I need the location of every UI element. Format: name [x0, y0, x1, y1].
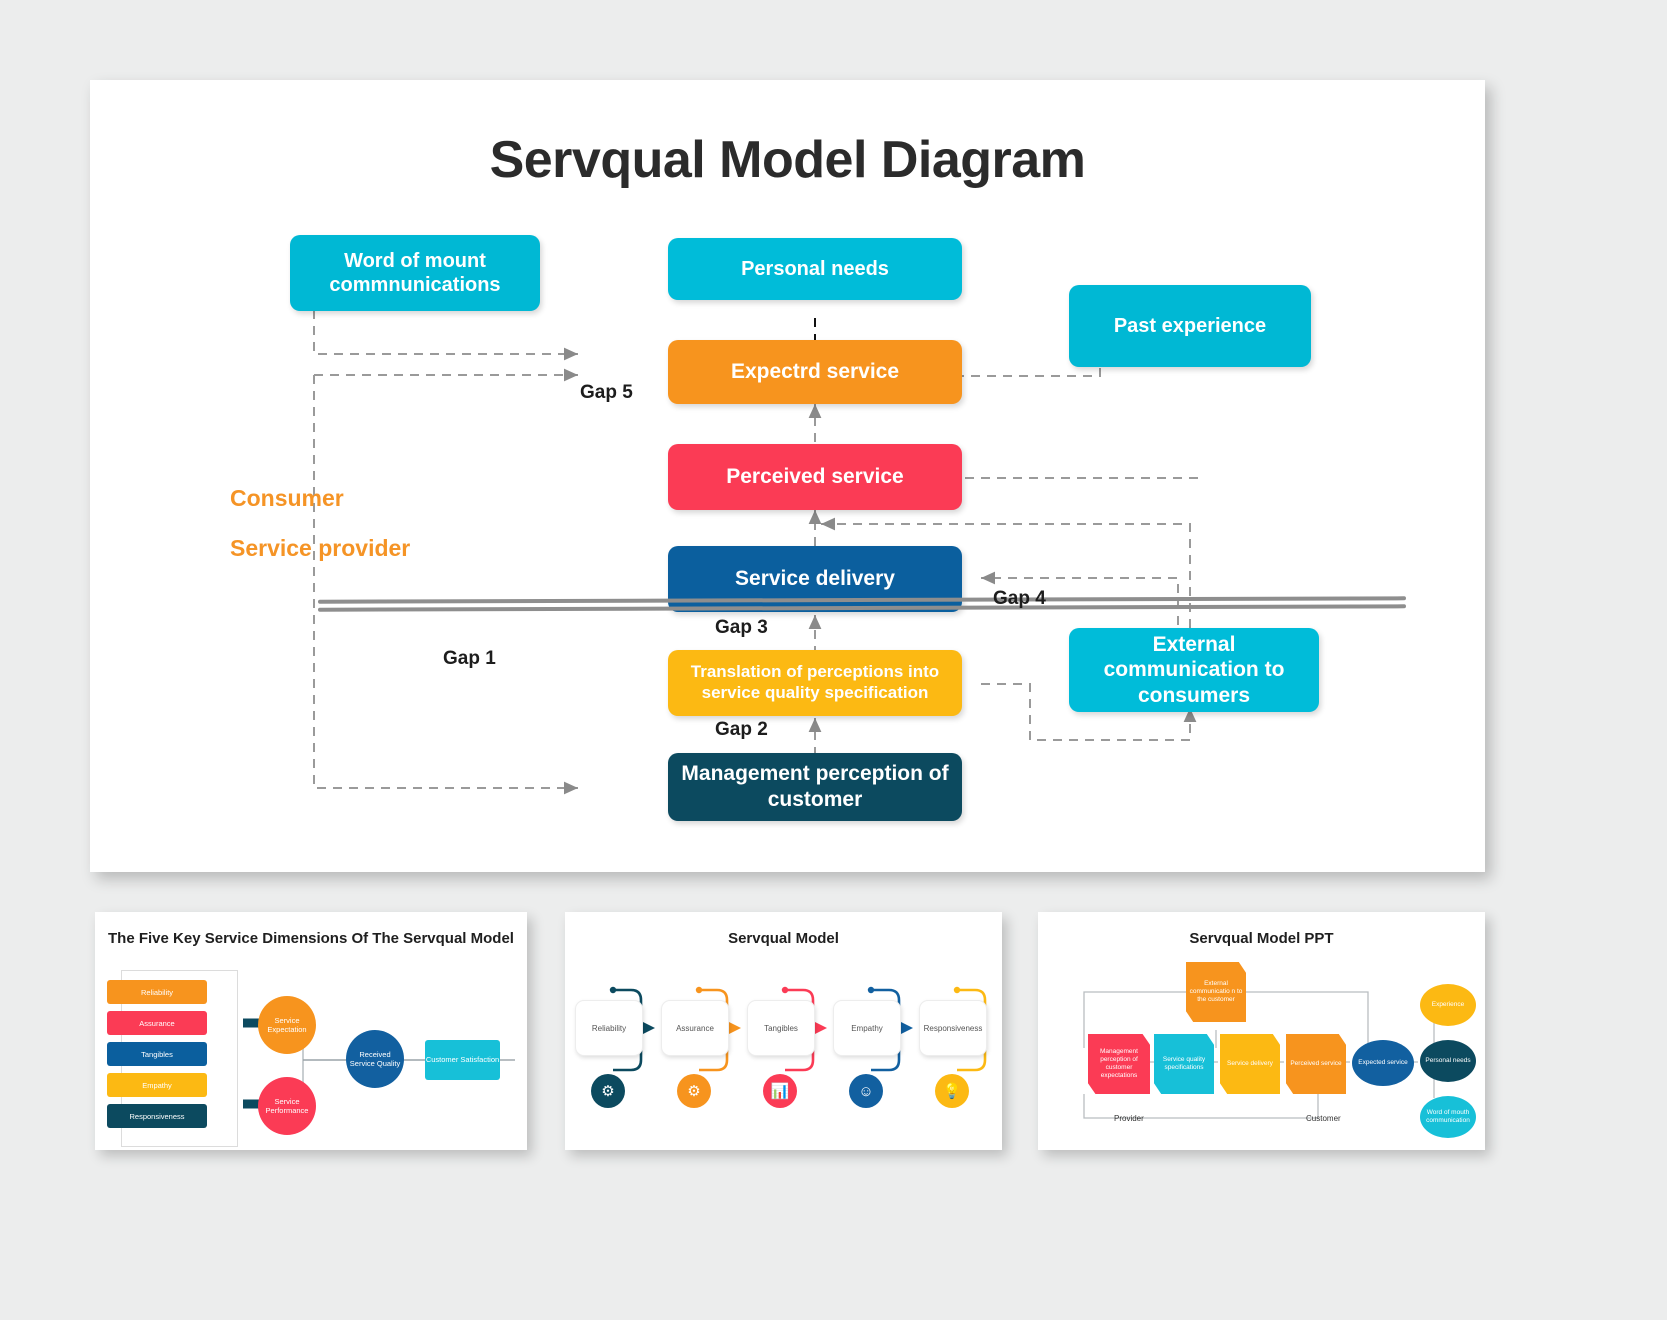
- node-personal-needs[interactable]: Personal needs: [668, 238, 962, 300]
- node-expected-service[interactable]: Expectrd service: [668, 340, 962, 404]
- card-reliability[interactable]: Reliability: [575, 1000, 643, 1056]
- label-gap-4: Gap 4: [993, 588, 1046, 609]
- consumer-provider-divider: [317, 596, 1407, 612]
- ppt-node-service-quality-specifications[interactable]: Service quality specifications: [1154, 1034, 1214, 1094]
- node-word-of-mouth[interactable]: Word of mount commnunications: [290, 235, 540, 311]
- ppt-label-provider: Provider: [1114, 1114, 1144, 1123]
- rect-customer-satisfaction[interactable]: Customer Satisfaction: [425, 1040, 500, 1080]
- ppt-label-customer: Customer: [1306, 1114, 1341, 1123]
- dimension-pill-empathy[interactable]: Empathy: [107, 1073, 207, 1097]
- dimension-pill-assurance[interactable]: Assurance: [107, 1011, 207, 1035]
- thumbnail-2-title: Servqual Model: [728, 930, 839, 947]
- card-empathy[interactable]: Empathy: [833, 1000, 901, 1056]
- ppt-ellipse-experience[interactable]: Experience: [1420, 984, 1476, 1026]
- ppt-node-perceived-service[interactable]: Perceived service: [1286, 1034, 1346, 1094]
- circle-service-expectation[interactable]: Service Expectation: [258, 996, 316, 1054]
- gear-people-icon: ⚙: [591, 1074, 625, 1108]
- label-gap-5: Gap 5: [580, 382, 633, 403]
- thumbnail-servqual-model-ppt[interactable]: Servqual Model PPT External communicatio…: [1038, 912, 1485, 1150]
- ppt-node-service-delivery[interactable]: Service delivery: [1220, 1034, 1280, 1094]
- card-assurance[interactable]: Assurance: [661, 1000, 729, 1056]
- card-responsiveness[interactable]: Responsiveness: [919, 1000, 987, 1056]
- ppt-node-external-communication[interactable]: External communicatio n to the customer: [1186, 962, 1246, 1022]
- label-gap-2: Gap 2: [715, 719, 768, 740]
- ppt-node-expected-service[interactable]: Expected service: [1352, 1040, 1414, 1086]
- bulb-icon: 💡: [935, 1074, 969, 1108]
- shield-icon: ⚙: [677, 1074, 711, 1108]
- chart-icon: 📊: [763, 1074, 797, 1108]
- thumbnail-five-dimensions[interactable]: The Five Key Service Dimensions Of The S…: [95, 912, 527, 1150]
- main-slide: Servqual Model Diagram: [90, 80, 1485, 872]
- thumb3-connectors: [1083, 991, 1458, 1119]
- label-service-provider: Service provider: [230, 535, 411, 561]
- circle-received-service-quality[interactable]: Received Service Quality: [346, 1030, 404, 1088]
- node-translation[interactable]: Translation of perceptions into service …: [668, 650, 962, 716]
- thumbnail-3-title: Servqual Model PPT: [1189, 930, 1334, 947]
- ppt-ellipse-personal-needs[interactable]: Personal needs: [1420, 1040, 1476, 1082]
- thumbnail-servqual-model[interactable]: Servqual Model Reliability Assurance Tan…: [565, 912, 1002, 1150]
- handshake-icon: ☺: [849, 1074, 883, 1108]
- node-external-communication[interactable]: External communication to consumers: [1069, 628, 1319, 712]
- node-past-experience[interactable]: Past experience: [1069, 285, 1311, 367]
- label-gap-1: Gap 1: [443, 648, 496, 669]
- dimension-pill-responsiveness[interactable]: Responsiveness: [107, 1104, 207, 1128]
- page-title: Servqual Model Diagram: [489, 131, 1086, 189]
- circle-service-performance[interactable]: Service Performance: [258, 1077, 316, 1135]
- dimension-pill-tangibles[interactable]: Tangibles: [107, 1042, 207, 1066]
- dimension-pill-reliability[interactable]: Reliability: [107, 980, 207, 1004]
- node-management-perception[interactable]: Management perception of customer: [668, 753, 962, 821]
- ppt-node-management-perception[interactable]: Management perception of customer expect…: [1088, 1034, 1150, 1094]
- node-perceived-service[interactable]: Perceived service: [668, 444, 962, 510]
- thumbnail-1-title: The Five Key Service Dimensions Of The S…: [108, 930, 514, 947]
- ppt-ellipse-word-of-mouth[interactable]: Word of mouth communication: [1420, 1096, 1476, 1138]
- label-consumer: Consumer: [230, 485, 344, 511]
- card-tangibles[interactable]: Tangibles: [747, 1000, 815, 1056]
- label-gap-3: Gap 3: [715, 617, 768, 638]
